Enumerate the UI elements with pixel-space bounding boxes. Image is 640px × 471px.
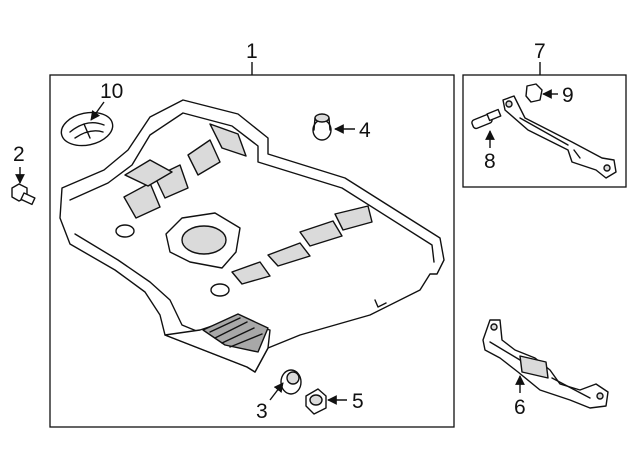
callout-2: 2 [13, 143, 25, 166]
callout-10-leader [90, 101, 105, 121]
callout-3: 3 [256, 400, 268, 423]
bracket-kit-frame [462, 74, 627, 188]
callout-1: 1 [246, 40, 258, 63]
callout-4: 4 [359, 119, 371, 142]
stud-icon [471, 108, 502, 130]
emblem-icon [60, 111, 114, 147]
callout-8: 8 [484, 150, 496, 173]
grommet-icon [312, 113, 332, 141]
callout-10: 10 [100, 80, 123, 103]
bolt-icon [11, 183, 36, 206]
bracket-icon [482, 319, 609, 409]
bracket-assembly-icon [502, 95, 617, 179]
callout-6: 6 [514, 396, 526, 419]
grommet-icon [280, 369, 302, 395]
callout-3-leader [269, 382, 284, 401]
callout-9: 9 [562, 84, 574, 107]
grommet-icon [305, 388, 327, 415]
callout-5: 5 [352, 390, 364, 413]
callout-7: 7 [534, 40, 546, 63]
engine-cover-icon [59, 99, 445, 373]
nut-icon [525, 83, 543, 103]
